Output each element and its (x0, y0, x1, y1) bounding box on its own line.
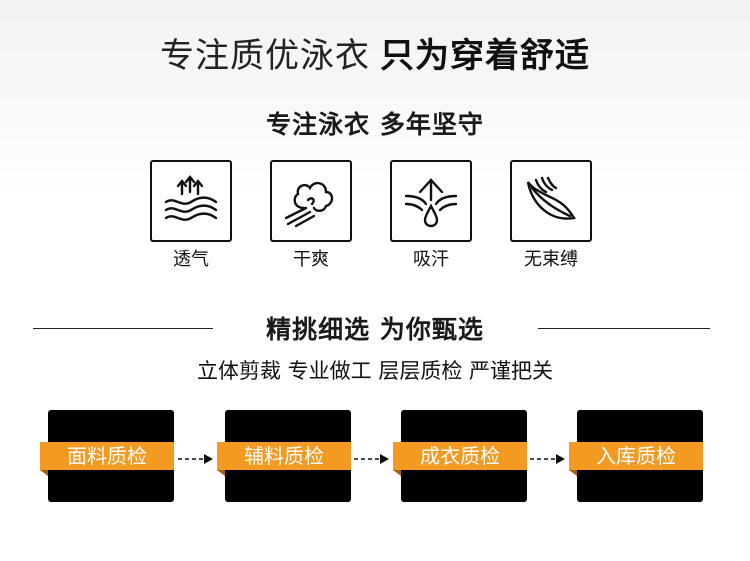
unrestrained-icon (526, 176, 576, 220)
qc-step: 面料质检 (40, 410, 174, 502)
qc-steps: 面料质检 辅料质检 成衣质检 入库质检 (0, 410, 750, 505)
feature-label: 透气 (173, 249, 209, 270)
breathable-icon (164, 175, 218, 221)
feature-icon-box (270, 160, 352, 242)
feature-icon-box (150, 160, 232, 242)
page-headline: 专注质优泳衣只为穿着舒适 (0, 34, 750, 78)
arrow-right-icon (178, 454, 213, 464)
qc-step: 辅料质检 (217, 410, 351, 502)
feature-icon-box (510, 160, 592, 242)
feature-icon-box (390, 160, 472, 242)
headline-light: 专注质优泳衣 (160, 36, 370, 76)
dry-icon (284, 181, 334, 228)
qc-step-label: 面料质检 (40, 442, 174, 476)
feature-dry: 干爽 (270, 160, 352, 272)
qc-step-label: 成衣质检 (393, 442, 527, 476)
arrow-right-icon (530, 454, 565, 464)
qc-step: 成衣质检 (393, 410, 527, 502)
feature-label: 干爽 (293, 249, 329, 270)
qc-step-label: 入库质检 (569, 442, 703, 476)
section2-subtitle: 立体剪裁 专业做工 层层质检 严谨把关 (196, 359, 554, 383)
feature-breathable: 透气 (150, 160, 232, 272)
feature-label: 无束缚 (524, 249, 578, 270)
feature-unrestrained: 无束缚 (510, 160, 592, 272)
section2-title: 精挑细选 为你甄选 (266, 315, 484, 344)
feature-label: 吸汗 (413, 249, 449, 270)
feature-sweat-absorb: 吸汗 (390, 160, 472, 272)
divider-right (538, 328, 710, 329)
sweat-absorb-icon (404, 178, 458, 228)
section1-title: 专注泳衣 多年坚守 (266, 110, 484, 139)
qc-step-label: 辅料质检 (217, 442, 351, 476)
qc-step: 入库质检 (569, 410, 703, 502)
divider-left (33, 328, 213, 329)
arrow-right-icon (354, 454, 389, 464)
headline-bold: 只为穿着舒适 (380, 36, 590, 76)
feature-list: 透气 干爽 吸汗 (0, 160, 750, 280)
